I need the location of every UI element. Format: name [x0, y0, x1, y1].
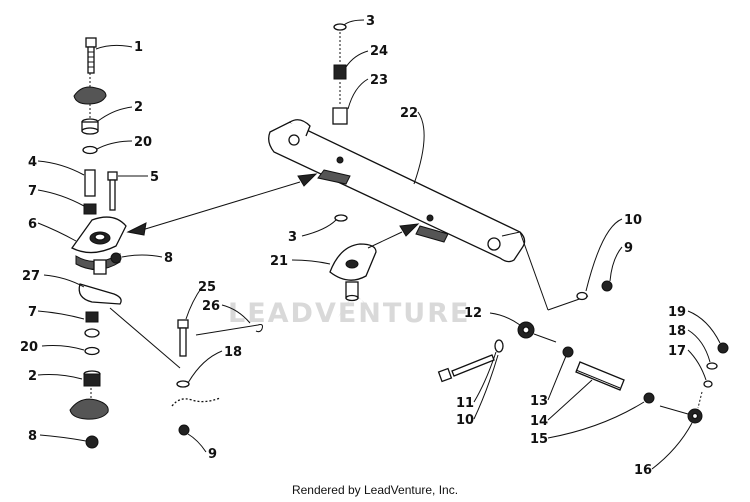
bushing-2-top: [81, 118, 99, 135]
callout-17: 17: [668, 344, 686, 359]
callout-27: 27: [22, 269, 40, 284]
center-bolt-assembly: [109, 307, 263, 436]
callout-16: 16: [634, 463, 652, 478]
nut-15: [643, 392, 655, 404]
callout-8-lower: 8: [28, 429, 37, 444]
callout-18-right: 18: [668, 324, 686, 339]
bolt-25-head: [177, 319, 189, 329]
washer-3-top: [333, 23, 347, 31]
spacer-7-top: [83, 203, 97, 215]
callout-6: 6: [28, 217, 37, 232]
bracket-line-a: [501, 231, 521, 237]
callout-11: 11: [456, 396, 474, 411]
callout-7-lower: 7: [28, 305, 37, 320]
callout-21: 21: [270, 254, 288, 269]
spacer-ring: [84, 328, 100, 338]
sleeve-4: [84, 169, 96, 197]
bolt-5: [107, 171, 118, 211]
bolt-25-shank: [179, 327, 187, 357]
callout-10-lower: 10: [456, 413, 474, 428]
nut-8-bottom: [85, 435, 99, 449]
nut-13: [562, 346, 574, 358]
callout-5: 5: [150, 170, 159, 185]
callout-22: 22: [400, 106, 418, 121]
callout-4: 4: [28, 155, 37, 170]
callout-labels: 1 2 20 4 5 7 6 8 27 7 20 2 8 25 26 18 9 …: [20, 14, 686, 478]
callout-8: 8: [164, 251, 173, 266]
callout-12: 12: [464, 306, 482, 321]
callout-3: 3: [366, 14, 375, 29]
rod-end-16: [659, 405, 703, 424]
washer-10-lower: [494, 339, 504, 353]
rubber-pad-top: [73, 86, 107, 105]
callout-26: 26: [202, 299, 220, 314]
mount-bracket-6: [71, 216, 127, 275]
assembly-line-left: [109, 307, 181, 369]
bolt-11: [437, 354, 495, 383]
bushing-24: [333, 64, 347, 80]
bolt-1: [85, 37, 97, 74]
direction-arrows: [126, 173, 420, 249]
bushing-2-lower: [83, 370, 101, 387]
callout-1: 1: [134, 40, 143, 55]
nut-8-top: [110, 252, 122, 264]
plate-27: [78, 283, 122, 305]
crossbar-22: [268, 119, 526, 263]
adjuster-14: [575, 361, 625, 391]
callout-3-lower: 3: [288, 230, 297, 245]
callout-2-lower: 2: [28, 369, 37, 384]
washer-20-top: [82, 145, 98, 155]
footer-credit: Rendered by LeadVenture, Inc.: [291, 483, 459, 497]
callout-24: 24: [370, 44, 388, 59]
washer-17: [703, 380, 713, 388]
callout-9-right: 9: [624, 241, 633, 256]
cotter-pin-26: [195, 324, 263, 336]
callout-9: 9: [208, 447, 217, 462]
watermark: LEADVENTURE: [228, 294, 470, 329]
nut-9-left: [178, 424, 190, 436]
center-stack: [332, 23, 348, 222]
watermark-text: LEADVENTURE: [228, 298, 470, 329]
washer-20-lower: [84, 346, 100, 356]
callout-15: 15: [530, 432, 548, 447]
callout-23: 23: [370, 73, 388, 88]
callout-19: 19: [668, 305, 686, 320]
callout-leaders: [37, 19, 721, 470]
right-linkage-assembly: [437, 231, 729, 424]
pivot-block-21: [329, 243, 377, 302]
callout-20-lower: 20: [20, 340, 38, 355]
callout-10: 10: [624, 213, 642, 228]
washer-18: [176, 380, 190, 388]
bushing-23: [332, 107, 348, 125]
washer-18-right: [706, 362, 718, 370]
callout-18: 18: [224, 345, 242, 360]
callout-25: 25: [198, 280, 216, 295]
callout-7: 7: [28, 184, 37, 199]
callout-14: 14: [530, 414, 548, 429]
rod-end-12: [517, 321, 557, 343]
nut-19: [717, 342, 729, 354]
callout-13: 13: [530, 394, 548, 409]
callout-2: 2: [134, 100, 143, 115]
bracket-line-b: [519, 231, 549, 311]
frame-fragment: [171, 397, 221, 407]
spacer-7-lower: [85, 311, 99, 323]
washer-3-lower: [334, 214, 348, 222]
left-mount-assembly: [69, 37, 127, 449]
rubber-pad-bottom: [69, 398, 109, 420]
nut-9-right: [601, 280, 613, 292]
washer-10-upper: [576, 291, 588, 301]
callout-20: 20: [134, 135, 152, 150]
